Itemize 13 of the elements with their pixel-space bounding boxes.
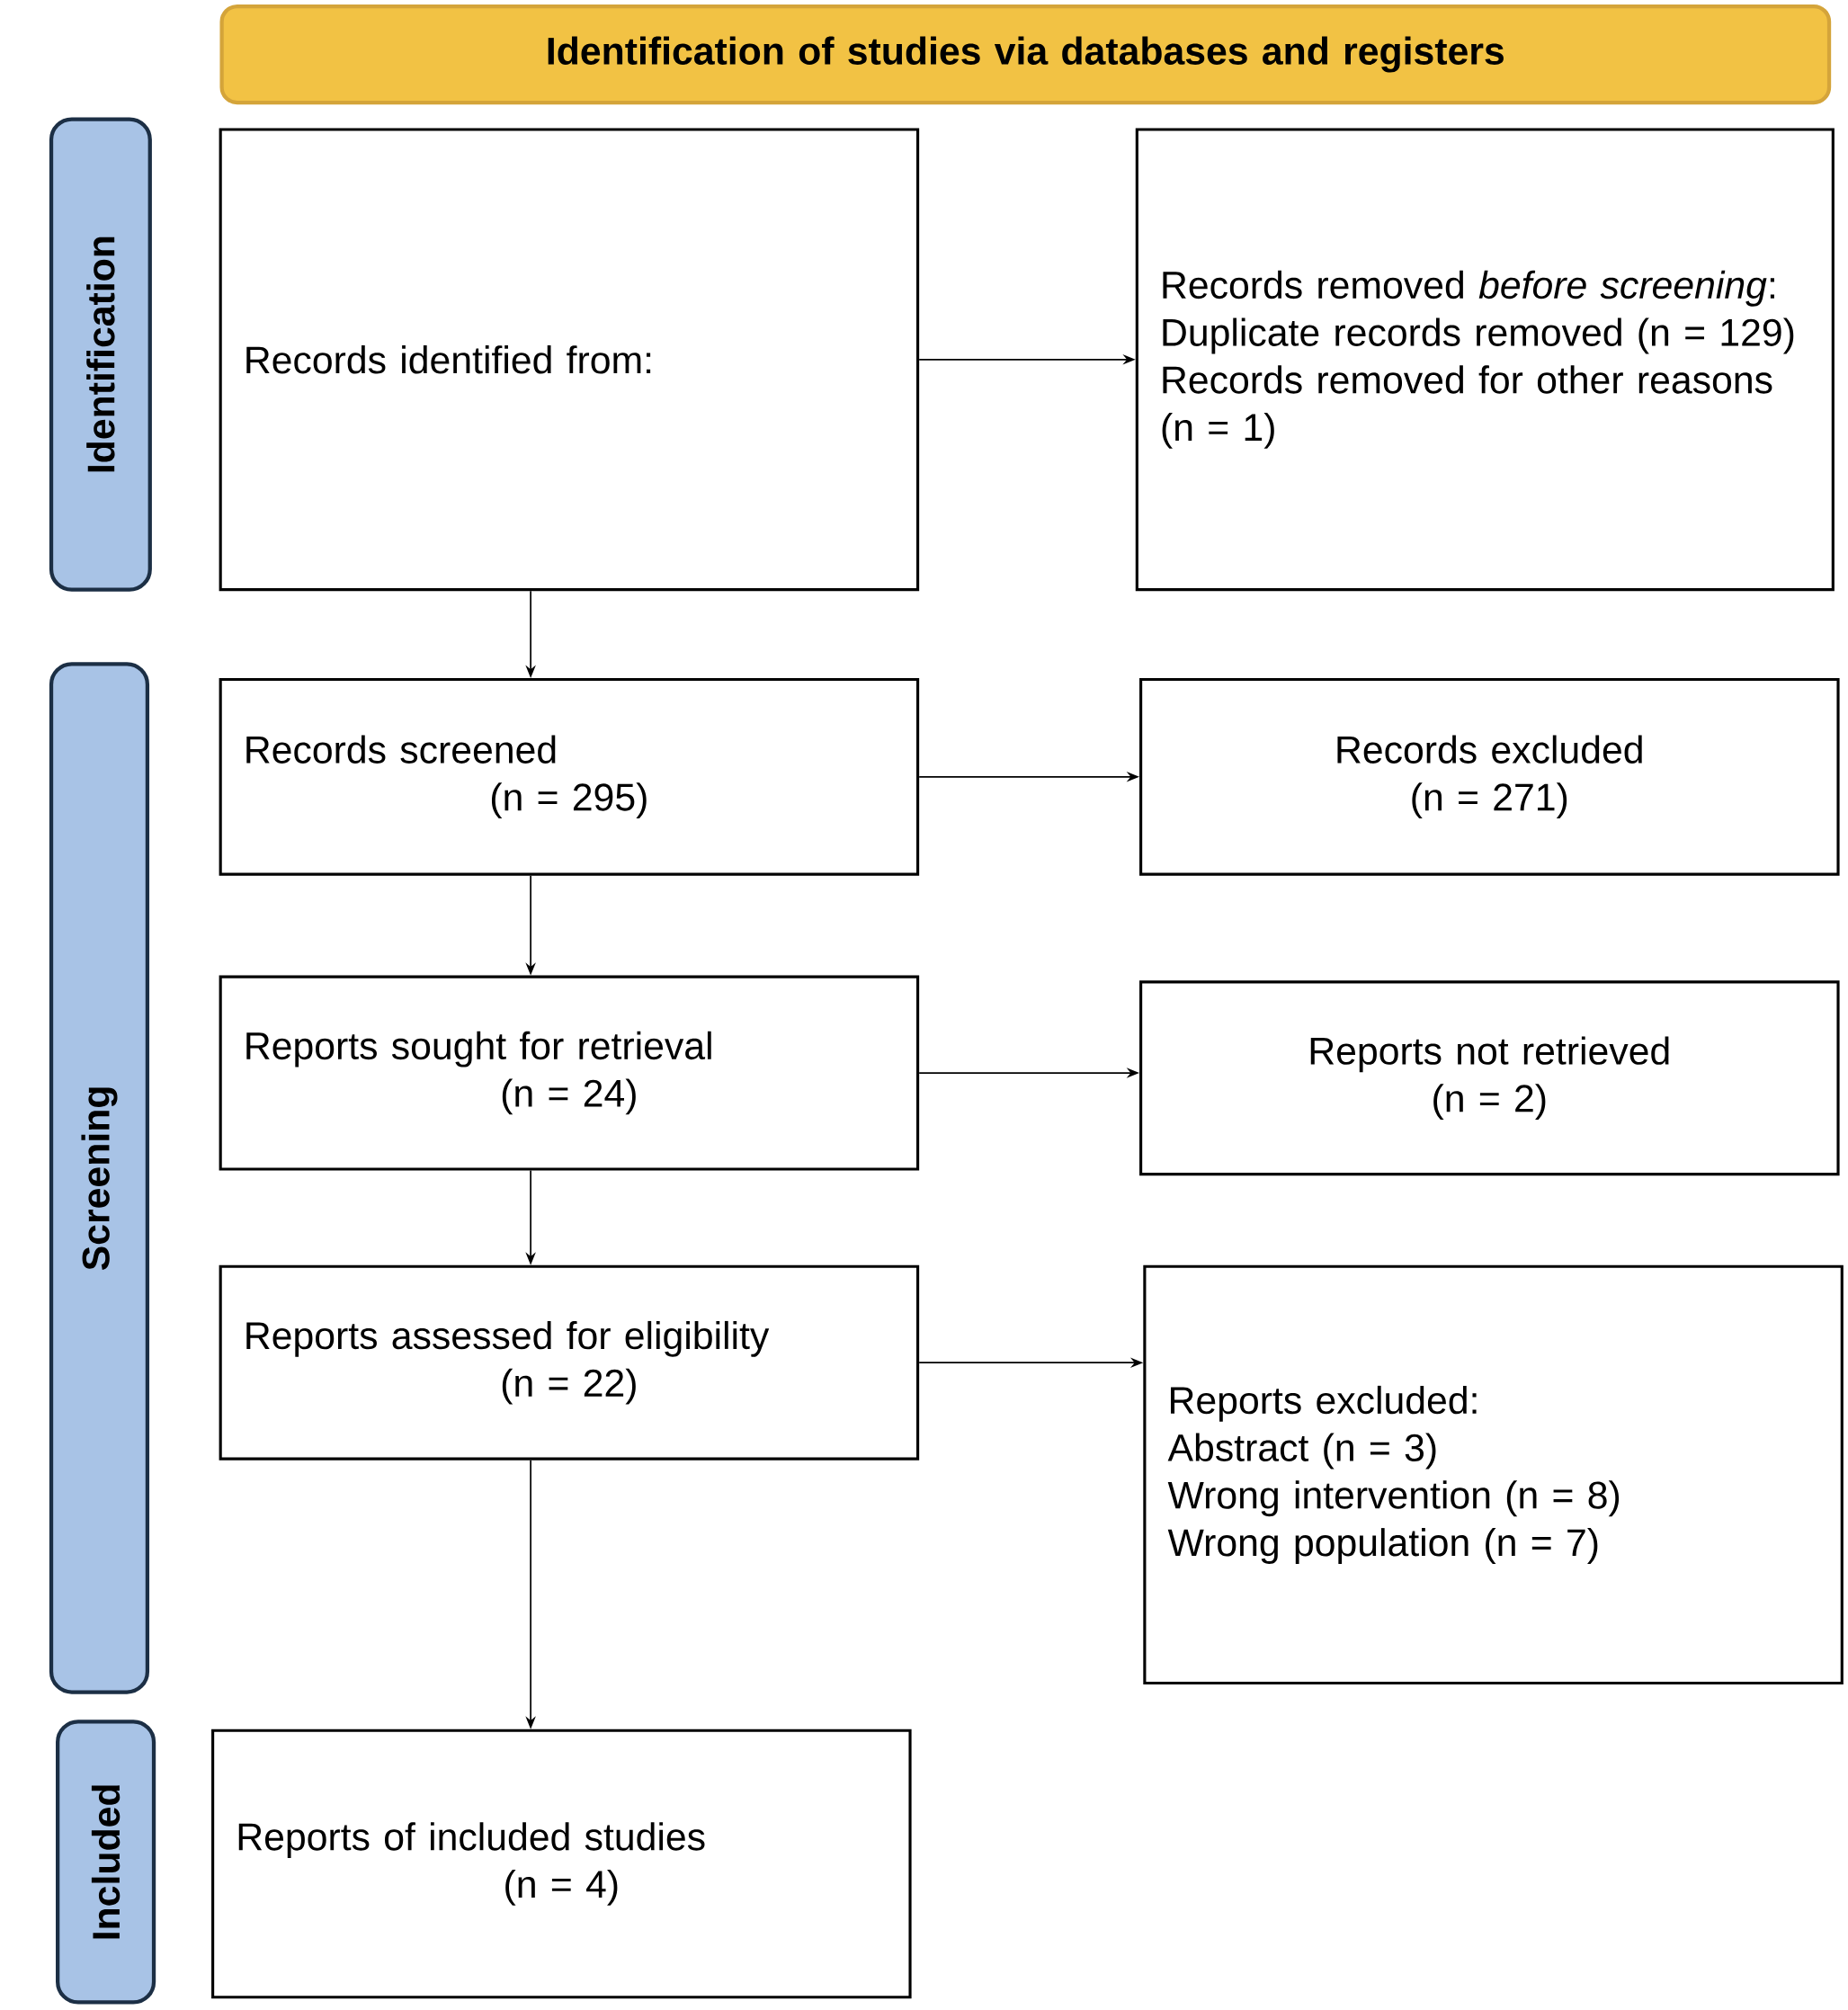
phase-label-band: Included [55,1720,156,2005]
process-box: Records removed before screening: Duplicate records removed (n = 129) Records removed for other reasons (n = 1) [1135,128,1835,592]
process-box: Records excluded (n = 271) [1138,677,1840,876]
process-box: Reports assessed for eligibility (n = 22) [219,1264,919,1461]
process-box: Reports of included studies (n = 4) [210,1729,912,1999]
process-box: Reports excluded: Abstract (n = 3) Wrong intervention (n = 8) Wrong population (n = 7) [1143,1264,1844,1685]
process-box: Reports not retrieved (n = 2) [1138,980,1840,1176]
process-box: Reports sought for retrieval (n = 24) [219,975,919,1171]
phase-label-band: Screening [49,662,149,1694]
process-box: Records identified from: [219,128,919,592]
phase-label-band: Identification [49,117,152,592]
heading-band: Identification of studies via databases and registers [219,4,1831,105]
process-box: Records screened (n = 295) [219,677,919,876]
